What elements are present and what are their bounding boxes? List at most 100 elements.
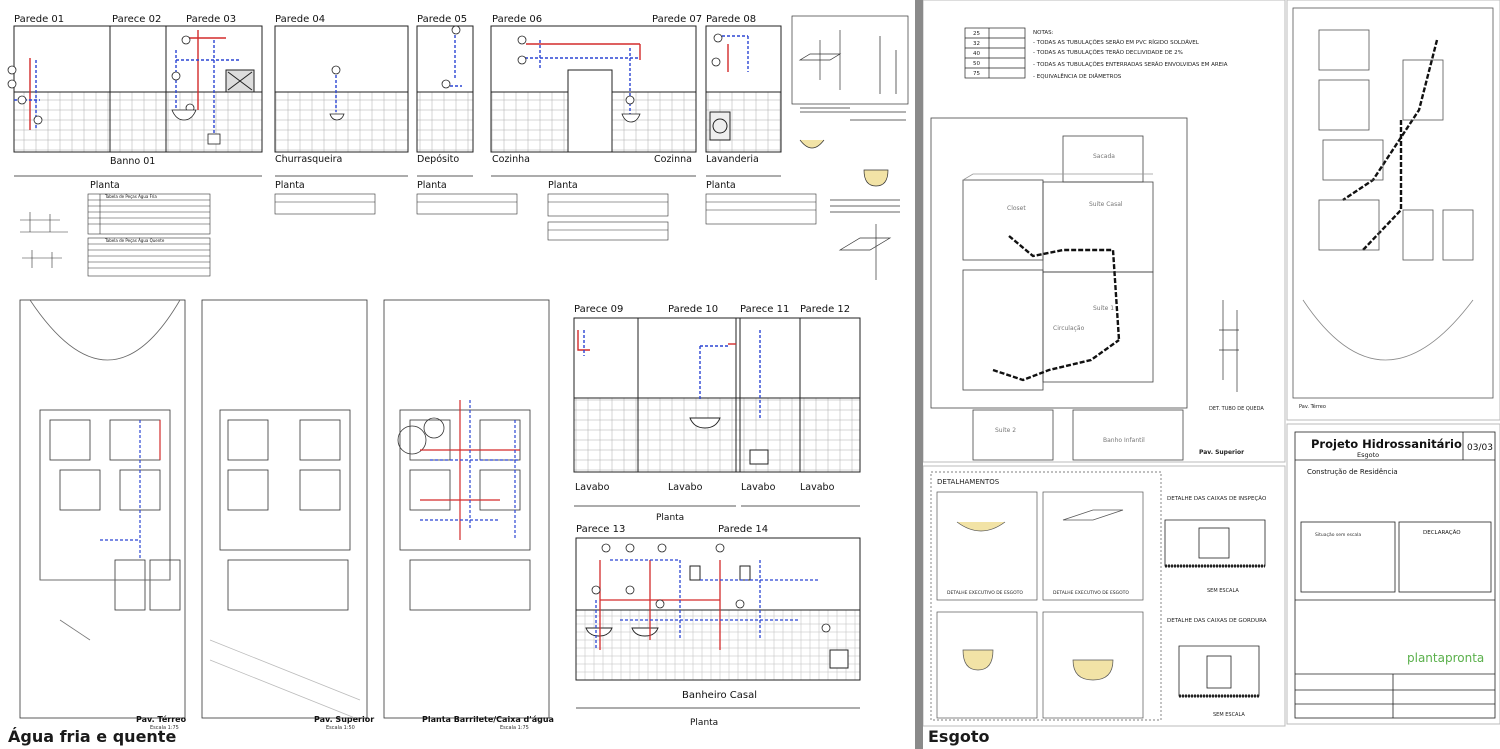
plan-label: Planta <box>548 180 578 191</box>
wall-titles-mid: Parece 09 Parede 10 Parece 11 Parede 12 <box>574 304 850 315</box>
cold-hot-water-drawing: Parede 01 Parece 02 Parede 03 Parede 04 … <box>7 14 909 731</box>
floor-plans <box>19 299 550 721</box>
title-block <box>1294 431 1496 719</box>
room-label: Circulação <box>1053 325 1085 332</box>
room-label: Lavabo <box>575 482 610 493</box>
wall-titles-top: Parede 01 Parece 02 Parede 03 Parede 04 … <box>14 14 756 25</box>
room-label: Cozinna <box>654 154 692 165</box>
section-title: DETALHAMENTOS <box>937 478 1000 486</box>
plan-labels-top: Planta Planta Planta Planta Planta <box>90 180 736 191</box>
sewage-floor-plan <box>930 117 1188 461</box>
wall-title: Parede 05 <box>417 14 467 25</box>
stamp-title: Projeto Hidrossanitário <box>1311 437 1462 451</box>
room-label: Lavabo <box>668 482 703 493</box>
detail-caption: DETALHE EXECUTIVO DE ESGOTO <box>1053 590 1129 596</box>
sheet-divider <box>915 0 923 749</box>
sewage-room-labels: Sacada Closet Suíte Casal Suíte 1 Suíte … <box>995 153 1145 444</box>
wall-title: Parede 08 <box>706 14 756 25</box>
wall-title: Parede 04 <box>275 14 325 25</box>
iso-details-top <box>791 15 909 280</box>
sewage-drawing: NOTAS: - TODAS AS TUBULAÇÕES SERÃO EM PV… <box>923 0 1500 727</box>
pipe-tags-low <box>591 543 831 633</box>
brand-logo: plantapronta <box>1407 651 1484 665</box>
parts-tables-top <box>87 193 817 277</box>
sewage-notes: NOTAS: - TODAS AS TUBULAÇÕES SERÃO EM PV… <box>1033 30 1228 80</box>
wall-title: Parede 07 <box>652 14 702 25</box>
scale-label: Escala 1:75 <box>150 725 179 731</box>
diam-cell: 75 <box>973 71 980 77</box>
detail-title: DETALHE DAS CAIXAS DE INSPEÇÃO <box>1167 495 1267 502</box>
plan-label: Planta <box>656 513 684 523</box>
elevations-top-row <box>13 25 782 153</box>
wall-title: Parede 12 <box>800 304 850 315</box>
sewage-pipes <box>992 39 1439 382</box>
pipes-top-row <box>14 30 749 135</box>
table-title: Tabela de Peças Água Quente <box>104 238 165 243</box>
situation-label: Situação sem escala <box>1315 532 1361 538</box>
scale-note: SEM ESCALA <box>1213 712 1245 718</box>
fixtures-top <box>171 109 641 145</box>
details-section <box>930 471 1162 721</box>
diameter-table <box>964 27 1026 79</box>
plan-label: Planta <box>275 180 305 191</box>
room-label: Depósito <box>417 154 459 165</box>
pipes-low <box>595 559 820 650</box>
floor-label: Pav. Térreo <box>1299 403 1326 410</box>
wall-title: Parece 13 <box>576 524 625 535</box>
wall-title: Parece 02 <box>112 14 161 25</box>
tubo-queda-detail <box>1219 300 1239 392</box>
room-label: Suíte 1 <box>1093 305 1114 312</box>
wall-title: Parede 01 <box>14 14 64 25</box>
table-title: Tabela de Peças Água Fria <box>104 194 157 199</box>
wall-title: Parece 11 <box>740 304 789 315</box>
diam-cell: 25 <box>973 31 980 37</box>
room-label: Suíte Casal <box>1089 201 1123 208</box>
floor-label: Pav. Térreo <box>136 714 187 724</box>
floor-label: Pav. Superior <box>1199 449 1244 456</box>
elevation-low <box>575 537 861 681</box>
wall-title: Parede 03 <box>186 14 236 25</box>
room-labels-top: Banno 01 Churrasqueira Depósito Cozinha … <box>110 154 759 167</box>
room-label: Banheiro Casal <box>682 690 757 701</box>
room-label: Closet <box>1007 205 1026 212</box>
iso-details-left <box>20 212 68 268</box>
scale-label: Escala 1:75 <box>500 725 529 731</box>
detail-label: DET. TUBO DE QUEDA <box>1209 406 1264 412</box>
elevations-mid <box>573 317 861 473</box>
room-label: Lavabo <box>800 482 835 493</box>
diam-cell: 32 <box>973 41 980 47</box>
scale-note: SEM ESCALA <box>1207 588 1239 594</box>
room-label: Suíte 2 <box>995 427 1016 434</box>
note-line: - TODAS AS TUBULAÇÕES ENTERRADAS SERÃO E… <box>1033 61 1228 68</box>
detail-caption: DETALHE EXECUTIVO DE ESGOTO <box>947 590 1023 596</box>
floor-label: Pav. Superior <box>314 715 374 724</box>
sheet-number: 03/03 <box>1467 443 1493 453</box>
plan-label: Planta <box>706 180 736 191</box>
diam-cell: 50 <box>973 61 980 67</box>
declaration-title: DECLARAÇÃO <box>1423 529 1461 536</box>
diam-cell: 40 <box>973 51 980 57</box>
plan-label: Planta <box>690 718 718 728</box>
cold-hot-water-sheet: Parede 01 Parece 02 Parede 03 Parede 04 … <box>7 14 909 746</box>
wall-title: Parece 09 <box>574 304 623 315</box>
plan-pipes <box>100 400 520 560</box>
stamp-subtitle: Esgoto <box>1357 451 1379 459</box>
pipes-mid <box>577 330 761 420</box>
room-label: Sacada <box>1093 153 1115 160</box>
wall-title: Parede 14 <box>718 524 768 535</box>
note-line: - TODAS AS TUBULAÇÕES TERÃO DECLIVIDADE … <box>1033 49 1183 56</box>
notes-title: NOTAS: <box>1033 30 1054 36</box>
wall-title: Parede 10 <box>668 304 718 315</box>
scale-label: Escala 1:50 <box>326 725 355 731</box>
room-label: Cozinha <box>492 154 530 165</box>
room-label: Banno 01 <box>110 156 155 167</box>
room-label: Lavanderia <box>706 154 759 165</box>
work-title: Construção de Residência <box>1307 468 1398 476</box>
plan-label: Planta <box>90 180 120 191</box>
sheet-caption: Água fria e quente <box>8 727 177 746</box>
room-label: Churrasqueira <box>275 154 342 165</box>
pipe-tags-top <box>7 25 723 125</box>
room-labels-mid: Lavabo Lavabo Lavabo Lavabo <box>575 482 835 493</box>
inspection-box-details <box>1164 519 1266 698</box>
wall-titles-low: Parece 13 Parede 14 <box>576 524 768 535</box>
